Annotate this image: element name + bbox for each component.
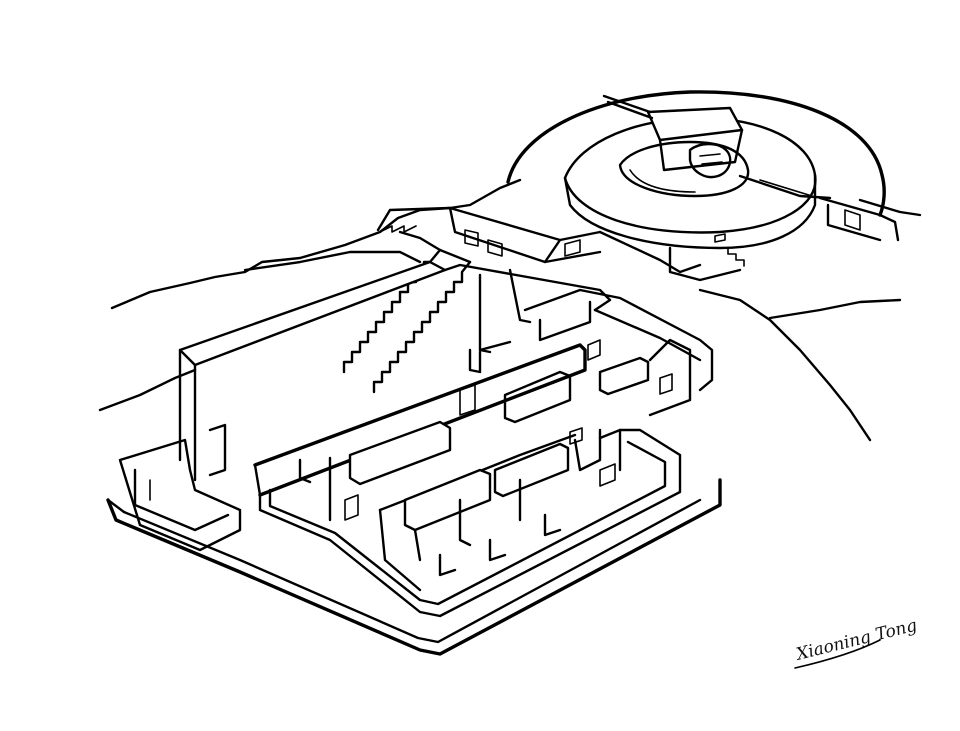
terrain-lines	[98, 178, 922, 442]
stairs	[342, 225, 472, 394]
upper-walkway	[376, 206, 745, 282]
signature-text: Xiaoning Tong	[792, 616, 919, 666]
bunker-structure	[106, 260, 722, 656]
gun-emplacement	[506, 90, 900, 250]
artist-signature: Xiaoning Tong	[792, 616, 919, 669]
